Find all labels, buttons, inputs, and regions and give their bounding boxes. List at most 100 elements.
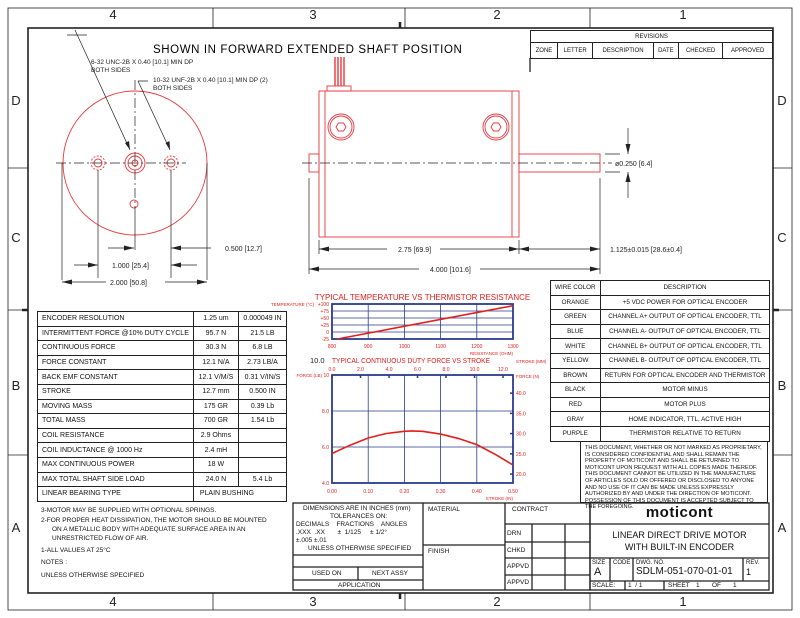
right-tick-label: 25.0 [516,452,526,458]
finish-label: FINISH [428,548,450,555]
y-axis-label: FORCE (LB) [296,373,322,378]
wire-description: HOME INDICATOR, TTL, ACTIVE HIGH [599,411,771,427]
wire-description: CHANNEL A- OUTPUT OF OPTICAL ENCODER, TT… [599,323,771,340]
material-label: MATERIAL [428,506,461,513]
spec-value-metric: 2.9 Ohms [192,427,239,444]
size-value: A [594,566,602,578]
dim-1000: 1.000 [25.4] [112,263,149,270]
top-tick-label: 6.0 [414,367,421,373]
spec-name: BACK EMF CONSTANT [37,369,194,385]
revision-column-header: LETTER [556,42,594,59]
wire-description: THERMISTOR RELATIVE TO RETURN [599,425,771,442]
wire-row: ORANGE+5 VDC POWER FOR OPTICAL ENCODER [550,294,771,311]
used-on-label: USED ON [312,570,342,577]
side-view-dims [302,128,629,274]
rev-label: REV. [746,560,760,566]
x-tick-label: 0.20 [400,489,410,495]
chart-title: TYPICAL CONTINUOUS DUTY FORCE VS STROKE [332,356,490,365]
y-tick-label: +100 [318,302,329,308]
spec-value-imperial: 0.000049 IN [237,311,288,327]
zone-labels: 4 3 2 1 4 3 2 1 D C B A D C B A [11,7,786,609]
x-tick-label: 1200 [471,344,482,350]
zone-label: D [777,93,786,108]
rev-value: 1 [746,567,752,577]
zone-label: 4 [109,594,116,609]
note-2-line2: ON A METALLIC BODY WITH ADEQUATE SURFACE… [52,526,246,533]
zone-label: 2 [493,7,500,22]
dim-275: 2.75 [69.9] [398,247,431,254]
y-tick-label: +75 [321,309,330,315]
side-view-arrowheads [309,144,631,272]
zone-label: B [778,378,787,393]
y-tick-label: -25 [322,337,329,343]
series-line [331,430,514,466]
spec-value-metric: 2.4 mH [192,442,239,458]
spec-value-imperial: 1.54 Lb [237,413,288,429]
next-assy-label: NEXT ASSY [372,570,409,577]
zone-label: C [777,230,786,245]
spec-name: MOVING MASS [37,398,194,415]
spec-value-imperial [237,456,288,473]
wire-color: BROWN [550,367,601,384]
dim-4000: 4.000 [101.6] [430,267,471,274]
wire-table-header: DESCRIPTION [599,280,771,296]
note-2-line3: UNRESTRICTED FLOW OF AIR. [52,535,149,542]
revisions-title: REVISIONS [530,30,773,43]
x-tick-label: 0.40 [472,489,482,495]
corner-label: 10.0 [310,356,325,365]
top-tick-label: 2.0 [357,367,364,373]
spec-value-metric: 175 GR [192,398,239,415]
series-line [337,304,514,340]
wire-description: CHANNEL B- OUTPUT OF OPTICAL ENCODER, TT… [599,352,771,369]
spec-value: PLAIN BUSHING [192,486,288,502]
callout-hole-a: 6-32 UNC-2B X 0.40 [10.1] MIN DP [91,59,193,66]
zone-label: 2 [493,594,500,609]
spec-value-imperial: 0.31 V/IN/S [237,369,288,385]
spec-value-metric: 24.0 N [192,471,239,488]
application-label: APPLICATION [338,582,381,589]
proprietary-notice: THIS DOCUMENT, WHETHER OR NOT MARKED AS … [580,441,768,510]
cable-exit [326,85,352,92]
spec-value-metric: 18 W [192,456,239,473]
y-tick-label: 0 [326,330,329,336]
note-2: 2-FOR PROPER HEAT DISSIPATION, THE MOTOR… [41,517,267,524]
x-tick-label: 1300 [507,344,518,350]
chkd-label: CHKD [507,547,526,554]
dwg-no-label: DWG. NO. [636,560,665,566]
right-tick-label: 35.0 [516,411,526,417]
y-tick-label: +25 [321,323,330,329]
hex-screw-icon [335,122,347,132]
spec-name: TOTAL MASS [37,413,194,429]
wire-description: RETURN FOR OPTICAL ENCODER AND THERMISTO… [599,367,771,384]
spec-value-imperial: 6.8 LB [237,340,288,356]
wire-color: GRAY [550,411,601,427]
spec-value-metric: 12.1 N/A [192,354,239,371]
spec-name: ENCODER RESOLUTION [37,311,194,327]
spec-value-metric: 12.1 V/M/S [192,369,239,385]
spec-name: COIL RESISTANCE [37,427,194,444]
top-tick-label: 10.0 [470,367,480,373]
x-tick-label: 800 [328,344,337,350]
wire-description: CHANNEL A+ OUTPUT OF OPTICAL ENCODER, TT… [599,309,771,325]
sheets-total: 1 [733,582,737,589]
drn-label: DRN [507,530,522,537]
x-tick-label: 0.50 [508,489,518,495]
spec-name: INTERMITTENT FORCE @10% DUTY CYCLE [37,325,194,342]
